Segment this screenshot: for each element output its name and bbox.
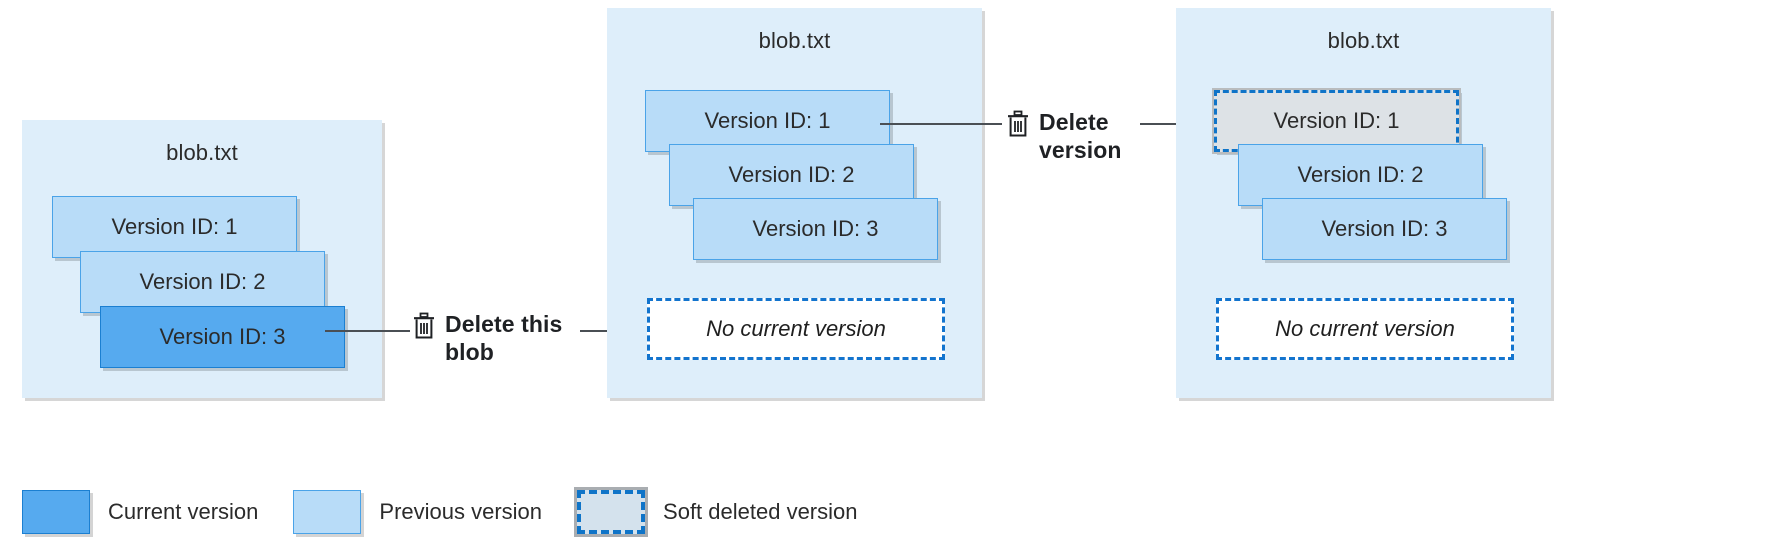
action-label-1: Delete this blob: [445, 310, 562, 366]
no-current-version-box-3: No current version: [1216, 298, 1514, 360]
version-card-3-2: Version ID: 2: [1238, 144, 1483, 206]
no-current-version-box-2: No current version: [647, 298, 945, 360]
version-card-2-1: Version ID: 1: [645, 90, 890, 152]
version-card-1-3: Version ID: 3: [100, 306, 345, 368]
version-card-3-1: Version ID: 1: [1212, 88, 1461, 154]
connector-line-1a: [325, 330, 410, 332]
blob-name-3: blob.txt: [1327, 28, 1400, 53]
action-label-1-line1: Delete this: [445, 311, 563, 337]
connector-line-2b: [1140, 123, 1208, 125]
version-card-3-3: Version ID: 3: [1262, 198, 1507, 260]
legend-label-soft-deleted: Soft deleted version: [663, 499, 858, 524]
blob-name-2: blob.txt: [758, 28, 831, 53]
blob-panel-3: blob.txt Version ID: 1 Version ID: 2 Ver…: [1176, 8, 1551, 398]
trash-icon: [412, 312, 436, 345]
connector-line-2a: [880, 123, 1002, 125]
action-label-2: Delete version: [1039, 108, 1122, 164]
legend-label-current: Current version: [108, 499, 259, 524]
action-delete-blob: Delete this blob: [412, 310, 582, 366]
blob-name-1: blob.txt: [166, 140, 238, 165]
trash-icon: [1006, 110, 1030, 143]
version-card-2-3: Version ID: 3: [693, 198, 938, 260]
legend-label-previous: Previous version: [379, 499, 543, 524]
blob-panel-1: blob.txt Version ID: 1 Version ID: 2 Ver…: [22, 120, 382, 398]
version-card-1-2: Version ID: 2: [80, 251, 325, 313]
legend-swatch-previous: [293, 490, 362, 534]
legend-item-current: Current version: [22, 490, 258, 534]
legend-swatch-soft-deleted: [574, 487, 649, 537]
action-label-2-line2: version: [1039, 137, 1122, 163]
version-card-2-2: Version ID: 2: [669, 144, 914, 206]
legend-item-previous: Previous version: [293, 490, 542, 534]
legend-item-soft-deleted: Soft deleted version: [574, 487, 858, 537]
legend: Current version Previous version Soft de…: [22, 487, 858, 537]
action-label-2-line1: Delete: [1039, 109, 1109, 135]
action-delete-version: Delete version: [1006, 108, 1146, 164]
version-card-1-1: Version ID: 1: [52, 196, 297, 258]
legend-swatch-current: [22, 490, 90, 534]
blob-panel-2: blob.txt Version ID: 1 Version ID: 2 Ver…: [607, 8, 982, 398]
action-label-1-line2: blob: [445, 339, 494, 365]
